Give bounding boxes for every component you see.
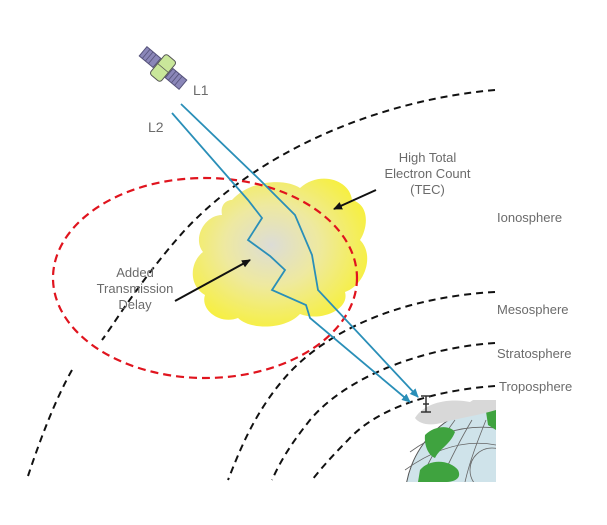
layer-label-ionosphere: Ionosphere (497, 210, 563, 225)
delay-label-line-3: Delay (118, 297, 152, 312)
tec-pointer-arrow (333, 189, 377, 210)
delay-label-line-2: Transmission (96, 281, 174, 296)
delay-label: Added Transmission Delay (80, 265, 190, 313)
signal-l2-path (171, 112, 411, 403)
ionosphere-outer-boundary (27, 369, 73, 477)
satellite-icon (138, 45, 188, 91)
layer-label-stratosphere: Stratosphere (497, 346, 572, 361)
tec-label-line-3: (TEC) (410, 182, 445, 197)
tec-label-line-1: High Total (398, 150, 457, 165)
gps-signals (171, 103, 419, 403)
tec-label-line-2: Electron Count (384, 166, 471, 181)
layer-label-troposphere: Troposphere (499, 379, 573, 394)
delay-label-line-1: Added (116, 265, 154, 280)
tec-label: High Total Electron Count (TEC) (365, 150, 490, 198)
signal-l2-label: L2 (148, 119, 164, 135)
mesosphere-boundary (227, 291, 496, 481)
signal-l1-label: L1 (193, 82, 209, 98)
stratosphere-boundary (271, 342, 496, 481)
layer-label-mesosphere: Mesosphere (497, 302, 569, 317)
earth-icon (404, 400, 496, 482)
troposphere-boundary (311, 385, 496, 481)
signal-l1-path (180, 103, 419, 398)
layer-boundaries (27, 89, 496, 481)
highlight-ellipse (51, 176, 359, 380)
delay-pointer-arrow (174, 259, 251, 302)
ionosphere-upper-boundary (101, 89, 496, 341)
tec-cloud (192, 178, 368, 327)
ground-station-icon (421, 395, 431, 413)
